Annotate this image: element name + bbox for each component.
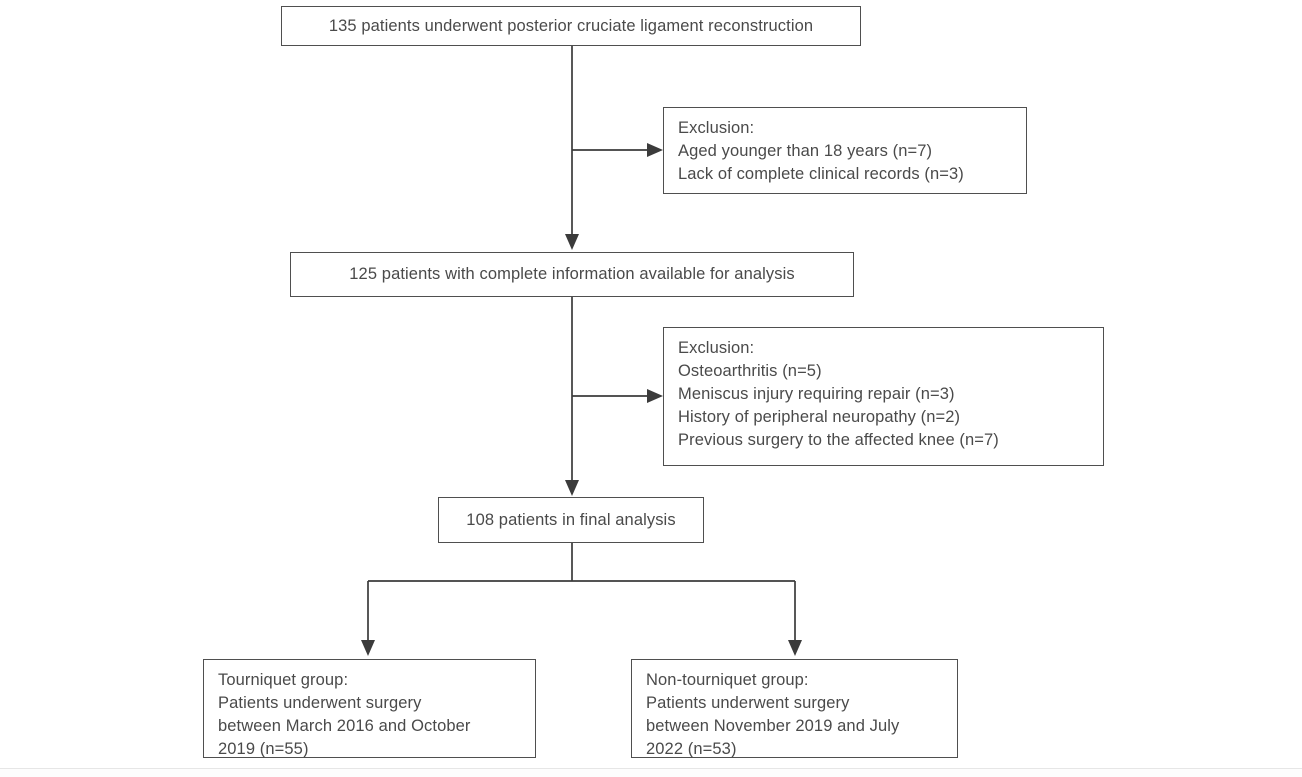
page-bottom-divider xyxy=(0,768,1302,769)
arrowhead-down-non-tourniquet xyxy=(788,640,802,656)
arrowhead-right-exclusion-2 xyxy=(647,389,663,403)
node-complete-information: 125 patients with complete information a… xyxy=(290,252,854,297)
arrowhead-right-exclusion-1 xyxy=(647,143,663,157)
node-group-tourniquet: Tourniquet group: Patients underwent sur… xyxy=(203,659,536,758)
node-exclusion-1: Exclusion: Aged younger than 18 years (n… xyxy=(663,107,1027,194)
node-enrolled: 135 patients underwent posterior cruciat… xyxy=(281,6,861,46)
node-final-analysis: 108 patients in final analysis xyxy=(438,497,704,543)
arrowhead-down-tourniquet xyxy=(361,640,375,656)
node-exclusion-2: Exclusion: Osteoarthritis (n=5) Meniscus… xyxy=(663,327,1104,466)
arrowhead-down-complete xyxy=(565,234,579,250)
node-group-non-tourniquet: Non-tourniquet group: Patients underwent… xyxy=(631,659,958,758)
arrowhead-down-final xyxy=(565,480,579,496)
page-bottom-band xyxy=(0,769,1302,777)
